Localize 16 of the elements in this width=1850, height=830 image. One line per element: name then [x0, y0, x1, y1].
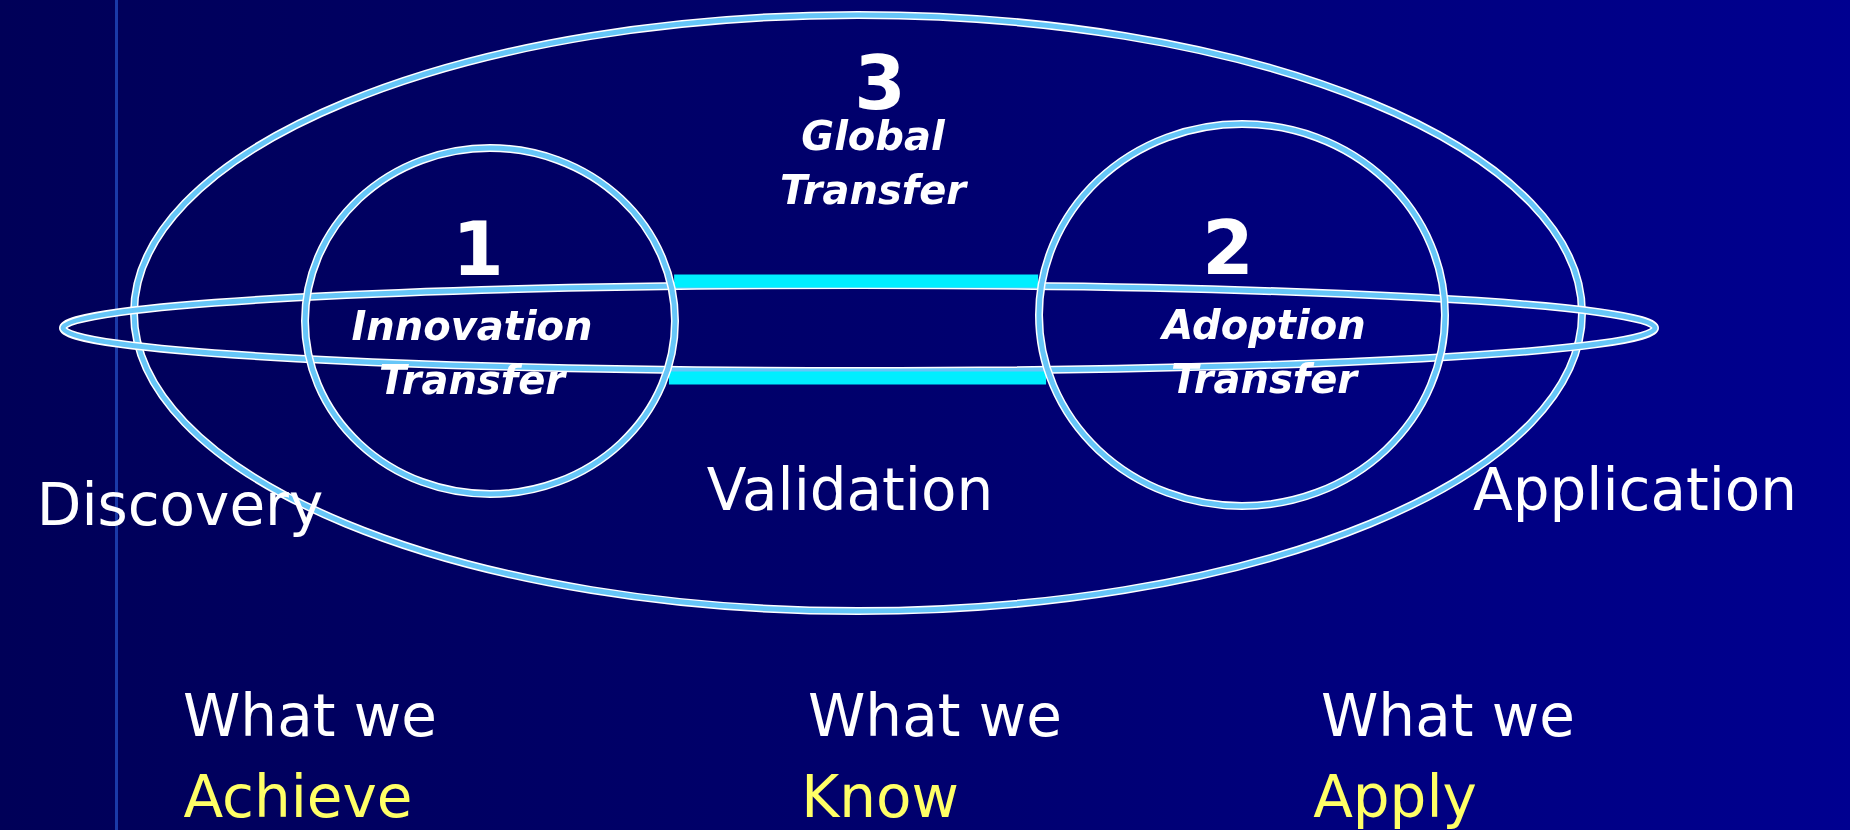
connector-bar: [668, 371, 1047, 385]
caption-text: What we: [183, 682, 437, 750]
caption-keyword: Apply: [1313, 763, 1477, 830]
ellipse-loop: [1035, 120, 1449, 510]
stage-name: Application: [1472, 456, 1798, 524]
stage-number: 2: [1201, 205, 1255, 291]
caption-keyword: Know: [801, 763, 959, 830]
caption-keyword: Achieve: [183, 763, 413, 830]
stage-label: Adoption Transfer: [1159, 301, 1367, 404]
caption-text: What we: [808, 682, 1062, 750]
stage-label: Innovation Transfer: [350, 302, 594, 405]
stage-name: Validation: [706, 456, 994, 524]
stage-number: 1: [451, 206, 505, 292]
stage-name: Discovery: [36, 471, 324, 539]
caption-text: What we: [1321, 682, 1575, 750]
connector-bar: [674, 274, 1039, 288]
